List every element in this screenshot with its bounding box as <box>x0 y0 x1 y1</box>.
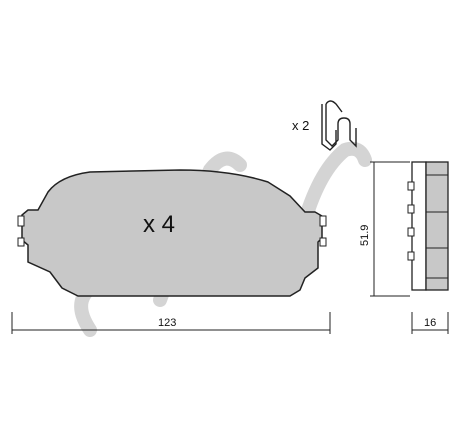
left-notch-bottom <box>17 237 25 247</box>
backing-plate <box>411 161 427 291</box>
watermark-stroke <box>298 141 372 227</box>
side-tab <box>407 227 415 237</box>
thickness-dimension-label: 16 <box>424 317 436 329</box>
side-tab <box>407 181 415 191</box>
spring-clip-icon <box>321 100 357 151</box>
width-dimension <box>11 312 331 334</box>
width-dimension-label: 123 <box>158 317 176 329</box>
pad-quantity-label: x 4 <box>143 211 175 238</box>
side-tab <box>407 251 415 261</box>
right-notch-bottom <box>319 237 327 247</box>
side-tab <box>407 204 415 214</box>
left-notch-top <box>17 215 25 227</box>
height-dimension <box>370 161 410 297</box>
thickness-dimension <box>411 312 449 334</box>
friction-material <box>425 161 449 291</box>
brake-pad-shape <box>21 169 323 297</box>
right-notch-top <box>319 215 327 227</box>
pad-side-view <box>407 161 449 291</box>
clip-quantity-label: x 2 <box>292 118 309 133</box>
height-dimension-label: 51.9 <box>359 225 371 246</box>
